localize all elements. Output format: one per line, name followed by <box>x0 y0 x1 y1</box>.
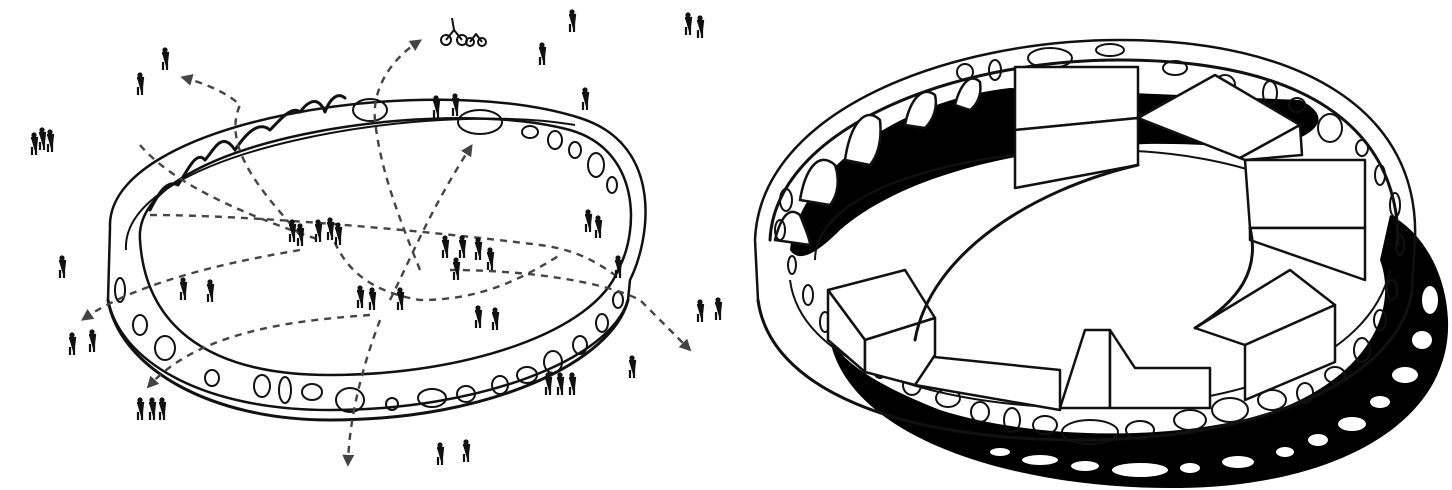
block-north-front <box>1015 118 1138 188</box>
bike-frame <box>470 34 482 42</box>
person-icon <box>437 442 443 465</box>
person-icon <box>59 255 65 278</box>
person-icon <box>569 372 575 395</box>
opening <box>989 60 1001 80</box>
person-icon <box>629 355 635 378</box>
opening <box>1318 114 1342 142</box>
person-icon <box>162 47 168 70</box>
person-icon <box>697 299 703 322</box>
opening <box>1212 398 1248 422</box>
person-icon <box>47 129 53 152</box>
person-icon <box>569 9 575 32</box>
person-icon <box>545 372 551 395</box>
person-icon <box>685 12 691 35</box>
person-icon <box>137 397 143 420</box>
opening <box>1096 44 1124 56</box>
person-icon <box>137 72 143 95</box>
opening <box>1356 140 1368 156</box>
opening <box>1174 410 1206 430</box>
block-south-right <box>1110 330 1210 408</box>
person-icon <box>31 132 37 155</box>
person-icon <box>159 397 165 420</box>
person-icon <box>697 15 703 38</box>
ring-wall-left <box>108 96 646 420</box>
person-icon <box>149 397 155 420</box>
bicycles <box>441 18 486 46</box>
person-icon <box>715 297 721 320</box>
block-south-left <box>1060 330 1110 408</box>
crest <box>800 160 838 205</box>
left-panel <box>31 9 721 465</box>
opening <box>803 285 813 305</box>
person-icon <box>463 439 469 462</box>
block-east <box>1245 160 1365 228</box>
opening <box>788 256 796 274</box>
crest <box>845 115 881 165</box>
person-icon <box>557 372 563 395</box>
block-east-front <box>1250 228 1365 280</box>
opening <box>780 189 792 211</box>
person-icon <box>39 127 45 150</box>
person-icon <box>539 42 545 65</box>
bike-frame <box>446 18 462 40</box>
person-icon <box>89 329 95 352</box>
right-panel <box>755 40 1448 488</box>
opening <box>971 402 989 422</box>
person-icon <box>69 332 75 355</box>
ring-outer-band <box>108 100 646 410</box>
opening <box>1375 165 1385 185</box>
person-icon <box>582 87 588 110</box>
opening <box>957 64 973 80</box>
courtyard-edge <box>915 165 1253 340</box>
